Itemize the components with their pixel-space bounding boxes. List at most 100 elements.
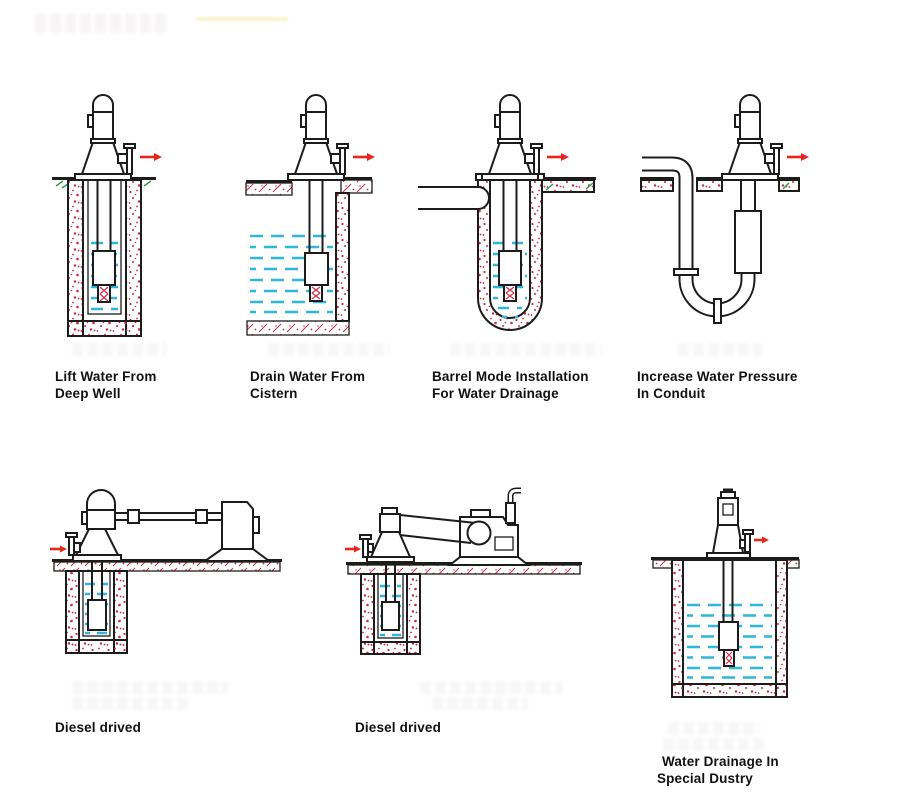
ground-band-left bbox=[652, 559, 673, 569]
special-industry-drawing bbox=[651, 488, 800, 698]
ground-band-right bbox=[786, 559, 800, 569]
caption-line: Barrel Mode Installation bbox=[432, 369, 589, 384]
vertical-pump-unit bbox=[73, 93, 164, 182]
caption-line: Lift Water From bbox=[55, 369, 157, 384]
figure-special-industry bbox=[645, 487, 805, 712]
caption-line: Diesel drived bbox=[55, 720, 141, 735]
floor-slab-left bbox=[640, 179, 674, 192]
well-bottom-slab bbox=[67, 320, 142, 337]
floor-line-left bbox=[640, 177, 674, 180]
barrel-drawing bbox=[418, 93, 596, 331]
shaft-coupling-left bbox=[127, 509, 140, 524]
faint-watermark bbox=[72, 343, 167, 356]
caption-line: In Conduit bbox=[637, 386, 706, 401]
pump-strainer bbox=[309, 284, 323, 302]
faint-watermark bbox=[72, 681, 228, 694]
caption-diesel-shaft: Diesel drived bbox=[55, 719, 141, 736]
pump-bowl bbox=[87, 599, 107, 631]
figure-diesel-belt bbox=[338, 487, 588, 697]
ground-line-right bbox=[540, 177, 596, 180]
belt-lower bbox=[399, 534, 472, 544]
floor-slab-middle bbox=[696, 179, 723, 192]
engine-top-cap bbox=[470, 509, 491, 518]
flow-arrow-head-icon bbox=[60, 545, 67, 553]
deep-well-drawing bbox=[52, 93, 164, 337]
pump-column-pipe bbox=[385, 564, 396, 602]
caption-barrel-mode: Barrel Mode Installation For Water Drain… bbox=[432, 368, 589, 402]
tank-bottom-slab bbox=[671, 683, 788, 698]
faint-watermark bbox=[668, 722, 760, 735]
figure-cistern bbox=[244, 93, 377, 345]
gear-head-body bbox=[86, 509, 116, 530]
gear-head-dome bbox=[86, 489, 116, 511]
engine-base bbox=[447, 556, 531, 566]
ground-grass-marks bbox=[782, 182, 790, 190]
pump-bowl bbox=[381, 601, 400, 631]
ground-line-right bbox=[339, 177, 372, 180]
pump-column-pipe bbox=[308, 181, 324, 253]
pump-strainer bbox=[97, 284, 111, 303]
pump-column bbox=[740, 179, 756, 214]
figure-deep-well bbox=[48, 93, 164, 345]
ground-grass-marks bbox=[545, 182, 594, 191]
faint-watermark bbox=[678, 343, 762, 356]
pump-discharge-head bbox=[74, 528, 120, 556]
motor-cap bbox=[720, 491, 736, 499]
pump-column-pipe bbox=[502, 180, 518, 251]
belt-pulley bbox=[466, 520, 492, 546]
strainer-mesh-marks bbox=[99, 286, 109, 302]
faint-watermark bbox=[268, 343, 390, 356]
faint-watermark bbox=[663, 738, 765, 751]
faint-watermark bbox=[432, 697, 528, 710]
floor-slab-right bbox=[778, 179, 800, 192]
caption-line: Special Dustry bbox=[657, 771, 753, 786]
faint-watermark bbox=[420, 681, 562, 694]
pump-strainer bbox=[503, 284, 517, 302]
diesel-motor-body bbox=[221, 501, 254, 550]
bearing-stand-cap bbox=[381, 507, 398, 515]
well-liner bbox=[377, 573, 404, 639]
caption-special-industry: Water Drainage In Special Dustry bbox=[657, 753, 779, 787]
diesel-belt-drawing bbox=[345, 487, 582, 655]
exhaust-pipe bbox=[509, 489, 521, 503]
pump-column-pipe bbox=[91, 561, 103, 600]
pump-discharge-head bbox=[711, 524, 745, 554]
pump-bowl bbox=[718, 621, 739, 651]
pump-column-pipe bbox=[96, 181, 112, 251]
well-liner bbox=[82, 570, 111, 637]
discharge-flange-cap bbox=[359, 534, 372, 540]
pump-bowl bbox=[304, 252, 329, 286]
pump-bowl bbox=[92, 250, 116, 286]
conduit-drawing bbox=[640, 93, 811, 324]
motor-base bbox=[201, 548, 272, 562]
cistern-wall-right bbox=[335, 192, 350, 322]
discharge-flange-cap bbox=[65, 532, 78, 538]
faint-watermark bbox=[35, 14, 167, 33]
flow-arrow-head-icon bbox=[354, 545, 361, 553]
strainer-mesh-marks bbox=[311, 286, 321, 300]
figure-barrel-mode bbox=[418, 93, 600, 345]
diesel-shaft-drawing bbox=[50, 489, 282, 654]
ledge-right bbox=[340, 179, 373, 194]
bearing-stand bbox=[379, 513, 401, 533]
caption-line: Water Drainage In bbox=[662, 754, 779, 769]
ground-band bbox=[53, 561, 281, 572]
pump-bowl bbox=[498, 250, 522, 286]
cistern-bottom-slab bbox=[246, 320, 350, 336]
pipe-flange-left bbox=[673, 268, 699, 276]
ground-line bbox=[52, 559, 282, 562]
faint-watermark bbox=[72, 697, 190, 710]
exhaust-muffler bbox=[505, 502, 516, 524]
inlet-pipe bbox=[418, 186, 490, 210]
suction-canister bbox=[734, 210, 762, 274]
strainer-mesh-marks bbox=[505, 286, 515, 300]
floor-line-right bbox=[778, 177, 800, 180]
vertical-pump-unit bbox=[720, 93, 811, 182]
tank-wall-left bbox=[671, 559, 684, 698]
pipe-flange-bottom bbox=[713, 298, 722, 324]
shaft-coupling-right bbox=[195, 509, 208, 524]
motor-window bbox=[722, 503, 734, 516]
well-wall-left bbox=[67, 179, 84, 337]
faint-watermark bbox=[196, 17, 288, 21]
